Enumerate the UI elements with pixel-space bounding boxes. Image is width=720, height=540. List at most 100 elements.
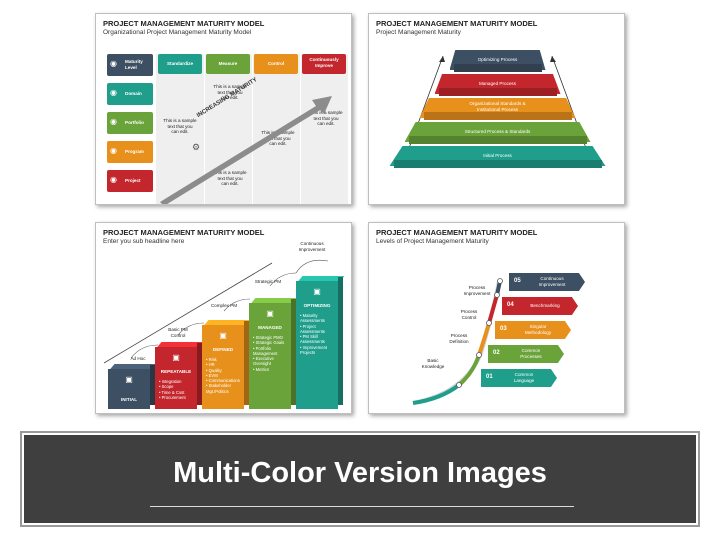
bar-side: [291, 299, 296, 405]
slide-title: PROJECT MANAGEMENT MATURITY MODEL: [376, 228, 538, 237]
maturity-bar: ▣ INITIAL: [108, 369, 150, 409]
level-label: Project: [125, 178, 141, 183]
slide-thumbnail-1[interactable]: PROJECT MANAGEMENT MATURITY MODEL Organi…: [95, 13, 352, 205]
bar-side: [150, 365, 155, 405]
pyramid-step-face: [438, 88, 557, 96]
bar-title: DEFINED: [212, 347, 234, 352]
level-label: Singular Methodology: [524, 324, 552, 335]
maturity-bar: ▣ REPEATABLE • Integration • Scope • Time …: [155, 347, 197, 409]
pyramid-step-face: [408, 136, 587, 144]
bar-title: OPTIMIZING: [303, 303, 331, 308]
bar-icon: ▣: [266, 309, 274, 318]
level-number: 04: [507, 302, 514, 308]
bar-title: REPEATABLE: [160, 369, 192, 374]
grid-divider: [204, 54, 205, 204]
side-label: Process Control: [460, 309, 478, 320]
bar-items: • Maturity Assessments • Project Assessm…: [300, 313, 328, 355]
slide-thumbnail-2[interactable]: PROJECT MANAGEMENT MATURITY MODEL Projec…: [368, 13, 625, 205]
level-tag: 01 Common Language: [481, 369, 557, 387]
banner-underline: [150, 506, 574, 507]
level-label: Benchmarking: [530, 303, 560, 308]
level-label: Continuous Improvement: [538, 276, 566, 287]
bar-icon: ▣: [172, 353, 180, 362]
level-tag: 05 Continuous Improvement: [509, 273, 585, 291]
level-number: 05: [514, 278, 521, 284]
maturity-bar: ▣ OPTIMIZING • Maturity Assessments • Proj…: [296, 281, 338, 409]
level-label: Maturity Level: [125, 59, 143, 70]
grid-divider: [252, 54, 253, 204]
level-box: ◉ Portfolio: [107, 112, 153, 134]
column-header: Continuously Improve: [302, 54, 346, 74]
column-label: Measure: [218, 61, 238, 66]
bar-items: • Strategic PMO • Strategic Goals • Port…: [253, 335, 285, 372]
level-tag: 02 Common Processes: [488, 345, 564, 363]
bar-items: • Risk • HR • Quality • EVM • Communicat…: [206, 357, 240, 394]
level-box: ◉Maturity Level: [107, 54, 153, 76]
bar-icon: ▣: [219, 331, 227, 340]
stage-label: Strategic PM: [254, 279, 282, 284]
bar-icon: ▣: [125, 375, 133, 384]
column-header: Standardize: [158, 54, 202, 74]
level-label: Portfolio: [125, 120, 144, 125]
slide-title: PROJECT MANAGEMENT MATURITY MODEL: [103, 19, 265, 28]
pyramid-step-face: [423, 112, 572, 120]
bar-items: • Integration • Scope • Time & Cost • Pr…: [159, 379, 186, 400]
bar-icon: ▣: [313, 287, 321, 296]
level-icon: ◉: [110, 175, 117, 184]
level-icon: ◉: [110, 117, 117, 126]
bar-side: [244, 321, 249, 405]
maturity-arrow: [160, 96, 332, 204]
level-number: 03: [500, 326, 507, 332]
level-box: ◉ Project: [107, 170, 153, 192]
level-box: ◉ Domain: [107, 83, 153, 105]
pyramid-step-face: [453, 64, 542, 72]
stage-label: Ad Hoc: [130, 356, 146, 361]
stage-label: Continuous Improvement: [298, 241, 326, 252]
level-label: Program: [125, 149, 144, 154]
column-label: Standardize: [166, 61, 194, 66]
level-box: ◉ Program: [107, 141, 153, 163]
slide-thumbnail-3[interactable]: PROJECT MANAGEMENT MATURITY MODEL Enter …: [95, 222, 352, 414]
bar-title: INITIAL: [120, 397, 138, 402]
column-label: Control: [267, 61, 285, 66]
side-label: Process Definition: [449, 333, 469, 344]
level-label: Common Processes: [520, 348, 542, 359]
slide-subtitle: Organizational Project Management Maturi…: [103, 29, 252, 36]
side-label: Basic Knowledge: [421, 358, 445, 369]
column-header: Measure: [206, 54, 250, 74]
stage-label: Basic PM Control: [168, 327, 188, 338]
step-label: Initial Process: [483, 153, 512, 158]
slide-title: PROJECT MANAGEMENT MATURITY MODEL: [376, 19, 538, 28]
step-label: Organizational Standards & Institutional…: [469, 101, 526, 112]
level-tag: 03 Singular Methodology: [495, 321, 571, 339]
step-label: Optimizing Process: [477, 57, 518, 62]
slide-subtitle: Enter you sub headline here: [103, 238, 185, 245]
staircase-lines: [103, 259, 329, 364]
level-tag: 04 Benchmarking: [502, 297, 578, 315]
bar-side: [197, 343, 202, 405]
bar-title: MANAGED: [258, 325, 282, 330]
level-label: Domain: [125, 91, 142, 96]
level-label: Common Language: [513, 372, 535, 383]
title-banner: Multi-Color Version Images: [20, 431, 700, 527]
level-icon: ◉: [110, 146, 117, 155]
step-label: Managed Process: [478, 81, 517, 86]
slide-thumbnail-4[interactable]: PROJECT MANAGEMENT MATURITY MODEL Levels…: [368, 222, 625, 414]
level-number: 01: [486, 374, 493, 380]
chart-icon: ⚙: [192, 142, 201, 152]
sample-text: This is a sample text that you can edit.: [213, 84, 247, 101]
sample-text: This is a sample text that you can edit.: [163, 118, 197, 135]
growth-curve: [412, 278, 503, 405]
step-label: Structured Process & Standards: [464, 129, 531, 134]
slide-subtitle: Project Management Maturity: [376, 29, 461, 36]
slide-title: PROJECT MANAGEMENT MATURITY MODEL: [103, 228, 265, 237]
bar-side: [338, 277, 343, 405]
level-icon: ◉: [110, 88, 117, 97]
banner-title: Multi-Color Version Images: [173, 457, 547, 489]
pyramid-step-face: [393, 160, 602, 168]
side-label: Process Improvement: [463, 285, 491, 296]
maturity-bar: ▣ MANAGED • Strategic PMO • Strategic Goal…: [249, 303, 291, 409]
level-number: 02: [493, 350, 500, 356]
slide-subtitle: Levels of Project Management Maturity: [376, 238, 489, 245]
stage-label: Complex PM: [210, 303, 238, 308]
